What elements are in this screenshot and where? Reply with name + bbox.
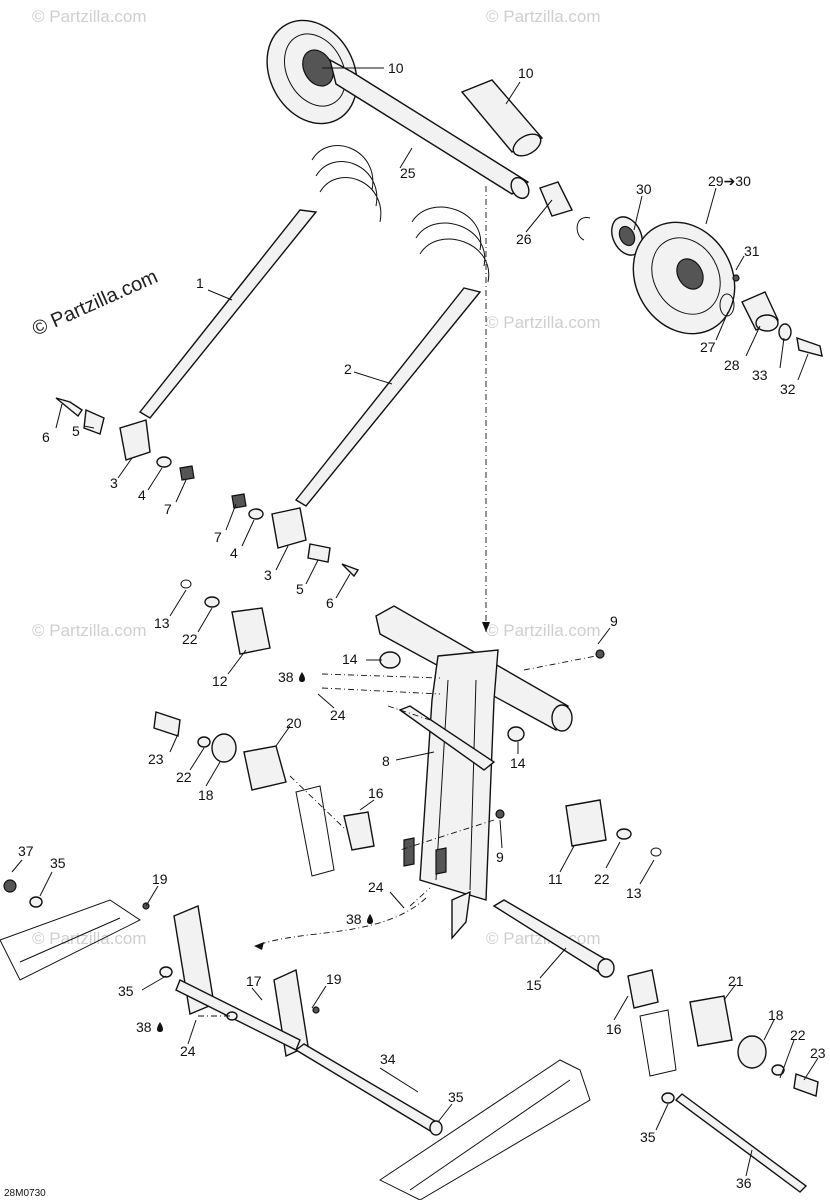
- callout-label: 16: [606, 1021, 622, 1037]
- callout-label: 36: [736, 1175, 752, 1191]
- callout-label: 14: [510, 755, 526, 771]
- bushing: [539, 181, 573, 217]
- idler-wheel-top: [266, 19, 358, 125]
- callout-label: 14: [342, 651, 358, 667]
- callout-label: 23: [148, 751, 164, 767]
- callout-label: 10: [388, 60, 404, 76]
- callout-label: 3: [264, 567, 272, 583]
- spring-hardware-left: [55, 397, 195, 481]
- idler-wheel-right: [632, 221, 736, 335]
- callout-label: 30: [636, 181, 652, 197]
- sleeve: [460, 79, 544, 153]
- callout-label: 22: [182, 631, 198, 647]
- callout-label: 33: [752, 367, 768, 383]
- lubricant-drop-icon: [157, 672, 373, 1032]
- callout-label: 22: [594, 871, 610, 887]
- callout-label: 2: [344, 361, 352, 377]
- callout-label: 6: [42, 429, 50, 445]
- callout-label: 24: [180, 1043, 196, 1059]
- watermark-text: © Partzilla.com: [486, 313, 601, 332]
- callout-label: 19: [326, 971, 342, 987]
- callout-label: 16: [368, 785, 384, 801]
- callout-label: 28: [724, 357, 740, 373]
- block-20: [243, 745, 287, 791]
- callout-label: 5: [296, 581, 304, 597]
- callout-labels: 10 10 25 26 30 29➔30 31 27 28 33 32 1 2 …: [18, 60, 826, 1191]
- callout-label: 7: [214, 529, 222, 545]
- callout-label: 35: [448, 1089, 464, 1105]
- callout-label: 23: [810, 1045, 826, 1061]
- callout-label: 24: [330, 707, 346, 723]
- callout-label: 32: [780, 381, 796, 397]
- callout-label: 18: [768, 1007, 784, 1023]
- callout-label: 15: [526, 977, 542, 993]
- watermark-text: © Partzilla.com: [32, 929, 147, 948]
- front-arm-assembly: [375, 605, 573, 940]
- callout-label: 4: [230, 545, 238, 561]
- callout-label: 8: [382, 753, 390, 769]
- watermark-text: © Partzilla.com: [486, 621, 601, 640]
- callout-label: 24: [368, 879, 384, 895]
- rear-bracket-17: [173, 905, 309, 1058]
- callout-label: 18: [198, 787, 214, 803]
- callout-label: 10: [518, 65, 534, 81]
- callout-label: 26: [516, 231, 532, 247]
- callout-label: 35: [118, 983, 134, 999]
- callout-label: 38: [136, 1019, 152, 1035]
- callout-label: 13: [154, 615, 170, 631]
- callout-label: 25: [400, 165, 416, 181]
- callout-label: 12: [212, 673, 228, 689]
- callout-label: 5: [72, 423, 80, 439]
- callout-label: 13: [626, 885, 642, 901]
- watermark-layer: © Partzilla.com © Partzilla.com © Partzi…: [32, 7, 601, 948]
- partzilla-watermark: © Partzilla.com: [29, 266, 161, 341]
- watermark-text: © Partzilla.com: [32, 7, 147, 26]
- callout-label: 3: [110, 475, 118, 491]
- callout-label: 34: [380, 1051, 396, 1067]
- callout-label: 21: [728, 973, 744, 989]
- callout-label: 27: [700, 339, 716, 355]
- callout-label: 37: [18, 843, 34, 859]
- callout-label: 29➔30: [708, 173, 751, 189]
- callout-label: 31: [744, 243, 760, 259]
- callout-label: 35: [640, 1129, 656, 1145]
- callout-label: 20: [286, 715, 302, 731]
- callout-label: 11: [548, 871, 563, 887]
- block-21: [689, 995, 733, 1047]
- callout-label: 6: [326, 595, 334, 611]
- callout-label: 1: [196, 275, 204, 291]
- callout-label: 9: [496, 849, 504, 865]
- torsion-spring-right: [294, 206, 490, 507]
- callout-label: 4: [138, 487, 146, 503]
- callout-label: 38: [346, 911, 362, 927]
- callout-label: 38: [278, 669, 294, 685]
- watermark-text: © Partzilla.com: [486, 7, 601, 26]
- callout-label: 22: [176, 769, 192, 785]
- pivot-block-left: [231, 607, 271, 655]
- callout-label: 9: [610, 613, 618, 629]
- drawing-code: 28M0730: [4, 1188, 46, 1199]
- torsion-spring-left: [138, 145, 382, 419]
- callout-label: 7: [164, 501, 172, 517]
- watermark-text: © Partzilla.com: [32, 621, 147, 640]
- leader-lines: [11, 67, 819, 1177]
- spring-hardware-right: [231, 493, 360, 578]
- callout-label: 22: [790, 1027, 806, 1043]
- pivot-block-right: [565, 799, 607, 847]
- callout-label: 19: [152, 871, 168, 887]
- callout-label: 17: [246, 973, 262, 989]
- callout-label: 35: [50, 855, 66, 871]
